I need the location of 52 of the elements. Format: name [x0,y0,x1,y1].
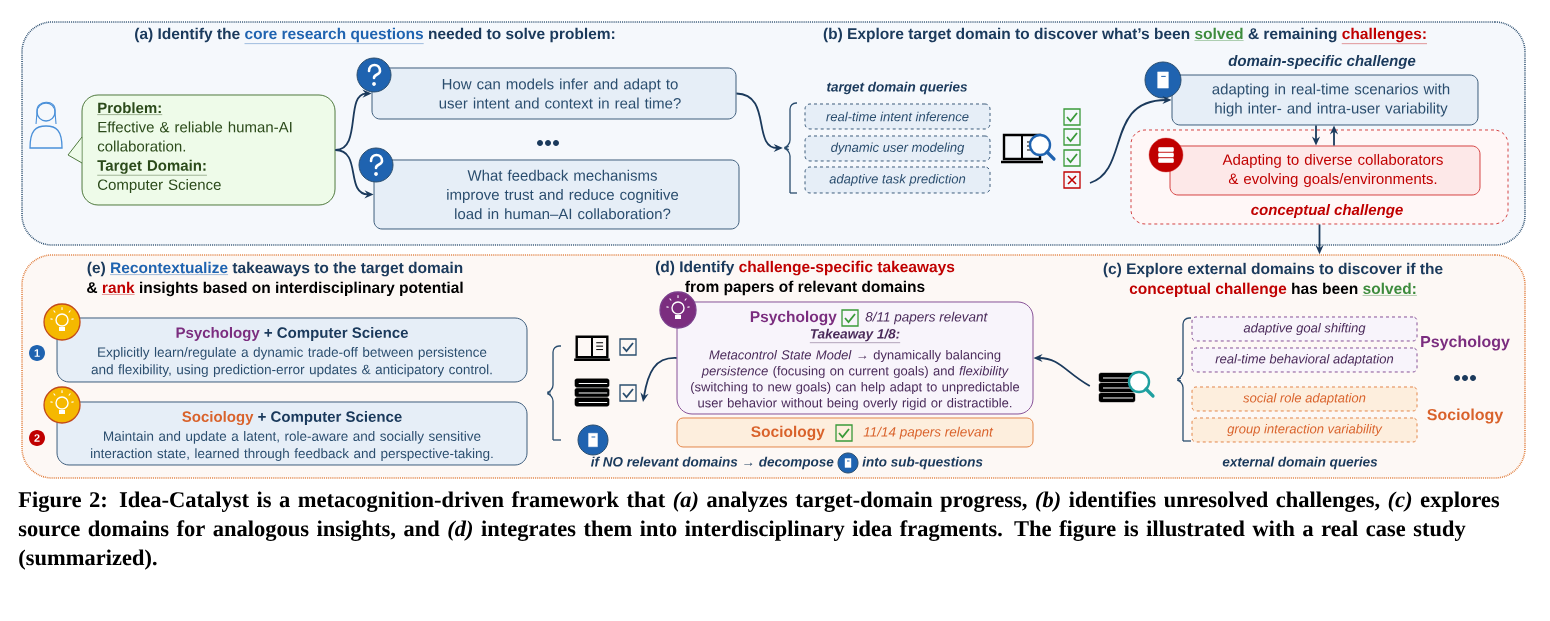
node-label: Metacontrol State Model → dynamically balancing persistence (focusing on current goals) and flexibility (switching to new goals) can help adapt to unpredictable user behavior without being overly rigid or distractible. [691,349,1020,411]
speech-bubble: Problem: Effective & reliable human-AI collaboration. Target Domain: Computer Science [67,94,336,206]
callout-number: 1 [29,345,45,361]
node-label: challenges: [1342,27,1426,43]
books-search-icon [1098,370,1155,403]
node-label: conceptual challenge [1129,282,1287,298]
challenge-box: Adapting to diverse collaborators & evolving goals/environments. [1169,145,1481,196]
caption: Figure 2: Idea-Catalyst is a metacognition-driven framework that (a) analyzes target-domain progress, (b) identifies unresolved challenges, (c) explores source domains for analogous insights, and (d) integrates them into interdisciplinary idea fragments. The figure is illustrated with a real case study (summarized). [18,491,1500,570]
node-label: from papers of relevant domains [685,280,925,296]
note: if NO relevant domains → decompose [591,456,834,470]
question-box: How can models infer and adapt to user intent and context in real time? [371,67,737,120]
query-box: group interaction variability [1191,417,1418,443]
query-box: dynamic user modeling [804,135,991,162]
node-label: Takeaway 1/8: [810,328,900,342]
node-label: solved: [1363,282,1416,295]
node-label: (d) Identify [655,260,735,276]
node-label: has been [1292,282,1358,295]
domain-label: Psychology [1421,335,1510,351]
heading: external domain queries [1222,456,1378,470]
takeaway-box: Psychology 8/11 papers relevant Takeaway 1/8: Metacontrol State Model → dynamically balancing persistence (focusing on current goals) and flexibility (switching to new goals) can help adapt to unpredictable user behavior without being overly rigid or distractible. [676,301,1034,415]
challenge-box: domain-specific challenge adapting in real-time scenarios with high inter- and intra-user variability [1171,55,1479,126]
brace [783,102,798,194]
query-box: social role adaptation [1191,386,1418,412]
node-label: & remaining [1248,27,1337,43]
insight-box: Sociology + Computer Science Maintain and update a latent, role-aware and socially sensitive interaction state, learned through feedback and perspective-taking. [56,401,528,466]
node-label: 11/14 papers relevant [863,426,994,440]
node-label: (e) [87,261,105,277]
node-label: solved [1195,27,1243,40]
node-label: rank [102,281,135,294]
node-label: Recontextualize [111,261,228,274]
query-box: adaptive task prediction [804,166,991,194]
domain-box: Sociology 11/14 papers relevant [676,417,1034,448]
query-box: real-time behavioral adaptation [1191,347,1418,373]
callout-number: 2 [29,430,45,446]
query-box: real-time intent inference [804,103,991,130]
node-label: 8/11 papers relevant [865,311,988,325]
insight-box: Psychology + Computer Science Explicitly learn/regulate a dynamic trade-off between persistence and flexibility, using prediction-error updates & anticipatory control. [56,317,528,383]
node-label: (c) Explore external domains to discover if the [1103,262,1443,278]
node-label: & [87,282,98,294]
node-label: needed to solve problem: [429,27,615,43]
node-label: challenge-specific takeaways [739,260,955,276]
node-label: Psychology [750,310,837,326]
query-box: adaptive goal shifting [1191,316,1418,342]
node-label: insights based on interdisciplinary potential [140,281,463,297]
question-box: What feedback mechanisms improve trust and reduce cognitive load in human–AI collaboration? [373,159,740,230]
node-label: Sociology [751,425,825,441]
node-label: takeaways to the target domain [232,261,463,277]
domain-label: Sociology [1427,408,1504,424]
node-label: (a) Identify the [135,27,240,43]
node-label: core research questions [245,27,424,43]
node-label: (b) Explore target domain to discover what’s been [823,27,1190,43]
heading: target domain queries [827,81,968,95]
